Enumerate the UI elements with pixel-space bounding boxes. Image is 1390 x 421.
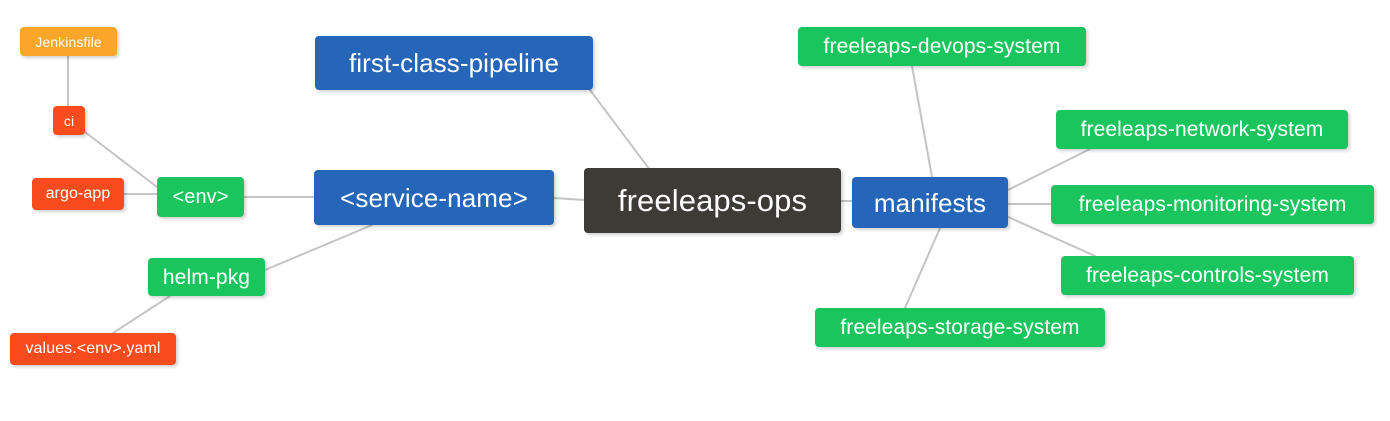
- mindmap-node-values[interactable]: values.<env>.yaml: [10, 333, 176, 365]
- mindmap-edge-root-service: [553, 197, 585, 201]
- mindmap-edge-manifests-storage: [904, 227, 941, 309]
- mindmap-edge-root-pipeline: [589, 89, 651, 171]
- mindmap-node-network[interactable]: freeleaps-network-system: [1056, 110, 1348, 149]
- mindmap-node-argo[interactable]: argo-app: [32, 178, 124, 210]
- mindmap-node-env[interactable]: <env>: [157, 177, 244, 217]
- mindmap-node-helm[interactable]: helm-pkg: [148, 258, 265, 296]
- mindmap-edge-manifests-devops: [911, 65, 933, 178]
- mindmap-node-jenkinsfile[interactable]: Jenkinsfile: [20, 27, 117, 56]
- mindmap-node-ci[interactable]: ci: [53, 106, 85, 135]
- mindmap-node-devops[interactable]: freeleaps-devops-system: [798, 27, 1086, 66]
- mindmap-node-pipeline[interactable]: first-class-pipeline: [315, 36, 593, 90]
- mindmap-node-monitoring[interactable]: freeleaps-monitoring-system: [1051, 185, 1374, 224]
- mindmap-node-service[interactable]: <service-name>: [314, 170, 554, 225]
- mindmap-node-manifests[interactable]: manifests: [852, 177, 1008, 228]
- mindmap-node-storage[interactable]: freeleaps-storage-system: [815, 308, 1105, 347]
- mindmap-edge-service-helm: [264, 224, 373, 271]
- mindmap-node-controls[interactable]: freeleaps-controls-system: [1061, 256, 1354, 295]
- mindmap-edge-helm-values: [112, 295, 171, 334]
- mindmap-node-root[interactable]: freeleaps-ops: [584, 168, 841, 233]
- mindmap-edge-manifests-network: [1007, 148, 1091, 191]
